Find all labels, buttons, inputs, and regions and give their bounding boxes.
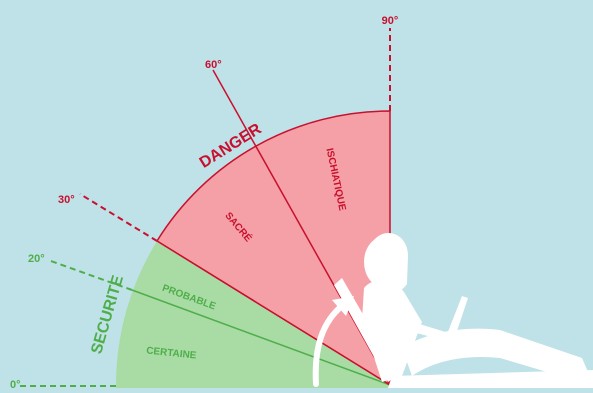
angle-label-0: 0° — [10, 379, 21, 388]
angle-label-30: 30° — [58, 194, 75, 206]
angle-label-90: 90° — [382, 15, 399, 27]
angle-label-20: 20° — [28, 253, 45, 265]
angle-label-60: 60° — [205, 59, 222, 71]
